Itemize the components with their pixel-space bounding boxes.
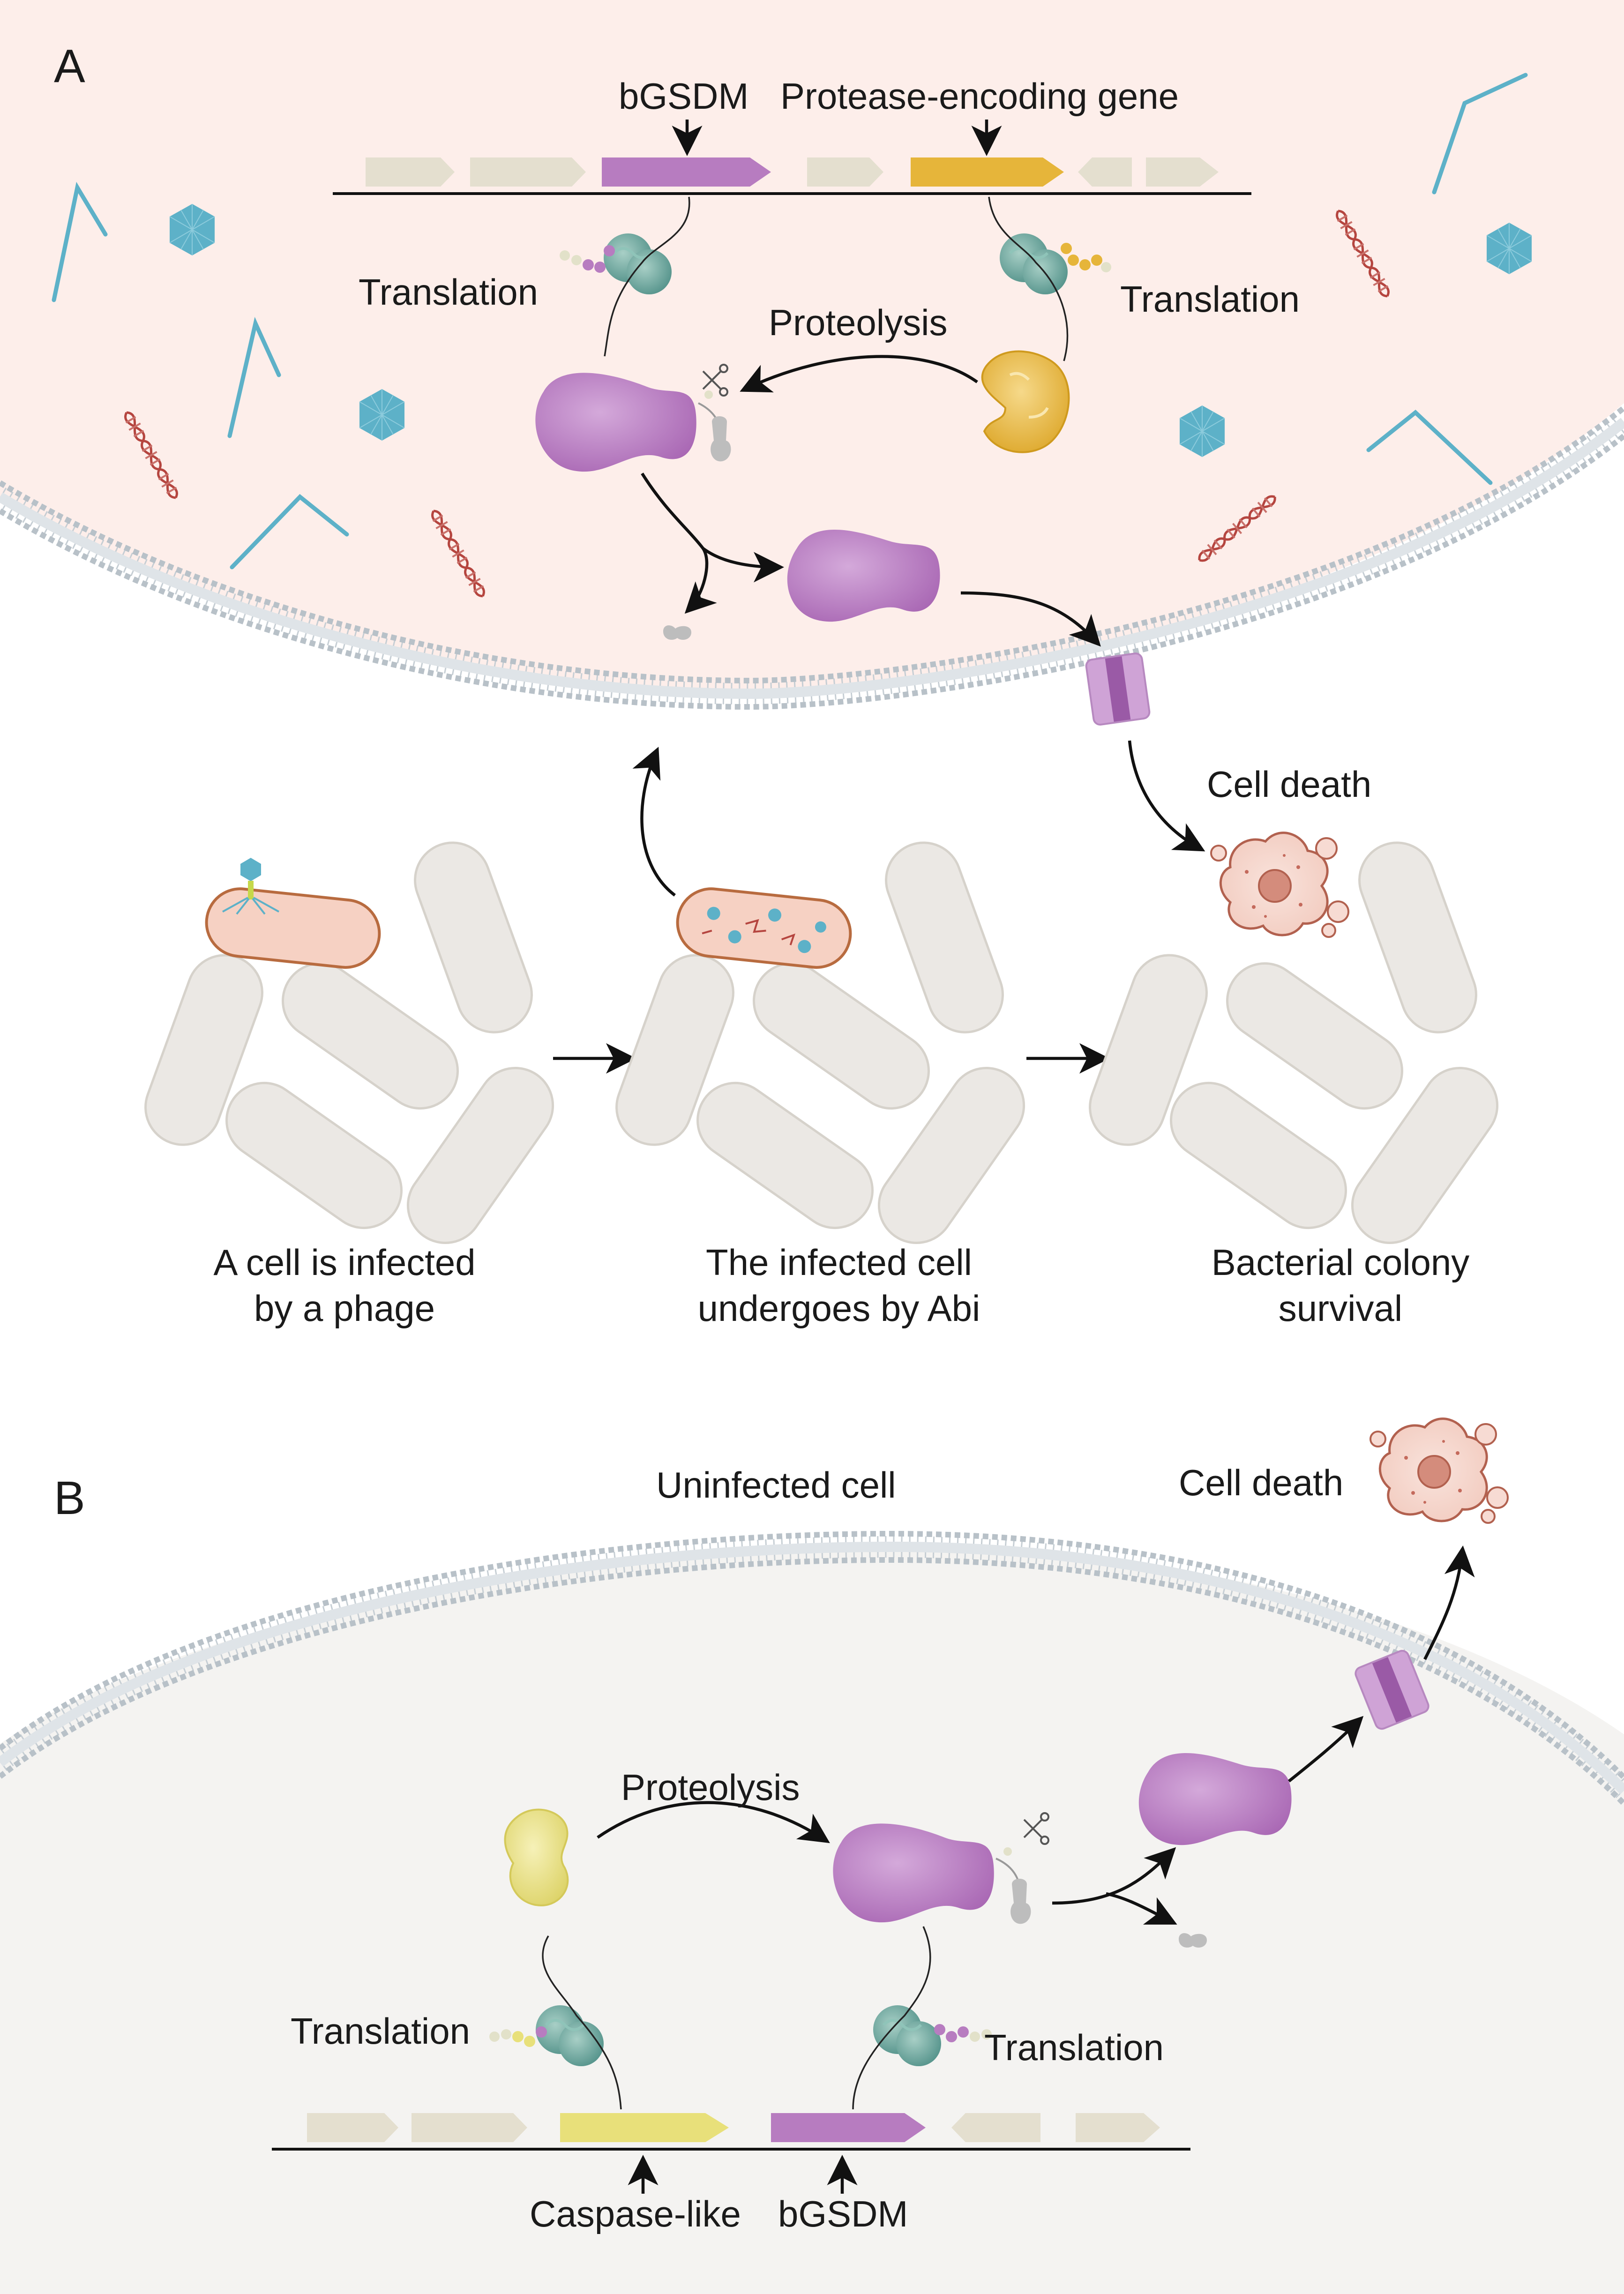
gene-track-b [272, 2113, 1190, 2151]
mrna-right-a [988, 196, 1069, 361]
proteolysis-label-a: Proteolysis [769, 302, 947, 343]
infected-bacterium [205, 887, 381, 969]
colony-stage-1 [135, 832, 568, 1258]
caspase-like-protease-b [504, 1808, 569, 1907]
panel-label-b: B [54, 1472, 85, 1524]
pore-arrow-b [1287, 1716, 1364, 1783]
stage-2-caption-line-2: undergoes by Abi [698, 1288, 980, 1329]
panel-label-a: A [54, 40, 85, 92]
proteolysis-arrow-b [597, 1801, 830, 1844]
stage-1-caption-line-1: A cell is infected [213, 1242, 475, 1283]
protease-gene-label-a: Protease-encoding gene [780, 75, 1179, 117]
ribosome-left-a [560, 233, 672, 294]
translation-left-label-a: Translation [359, 271, 538, 313]
fragment-arrow-b [1106, 1892, 1177, 1925]
mrna-left-b [542, 1935, 622, 2110]
mrna-right-b [852, 1926, 931, 2110]
bgsdm-gene-label-b: bGSDM [778, 2193, 908, 2234]
cleaved-fragment-b [1179, 1933, 1207, 1948]
membrane-b [0, 1530, 1624, 1806]
active-gsdm-arrow-b [1052, 1847, 1176, 1905]
active-gsdm-arrow-a [702, 547, 784, 583]
protease-active-a [981, 350, 1070, 453]
phage-tail-fiber-icons [52, 73, 1528, 570]
cell-death-label-a: Cell death [1207, 764, 1371, 805]
phage-attached-icon [222, 858, 279, 915]
translation-right-label-a: Translation [1120, 278, 1300, 320]
proteolysis-label-b: Proteolysis [621, 1767, 800, 1808]
ribosome-right-a [1000, 233, 1111, 294]
uninfected-cell-interior [0, 1547, 1624, 2294]
caspase-like-gene-label: Caspase-like [530, 2193, 741, 2234]
translation-right-label-b: Translation [984, 2027, 1164, 2068]
membrane-a [0, 405, 1624, 710]
stage-3-caption-line-2: survival [1279, 1288, 1402, 1329]
colony-stage-2 [606, 832, 1039, 1258]
stage-3-caption-line-1: Bacterial colony [1212, 1242, 1470, 1283]
cell-death-label-b: Cell death [1179, 1462, 1343, 1503]
zoom-in-arrow [632, 747, 676, 897]
protease-gene-a [911, 157, 1064, 187]
fragment-arrow-a [641, 472, 717, 614]
bgsdm-gene-label-a: bGSDM [619, 75, 748, 117]
caspase-like-gene-b [560, 2113, 729, 2142]
infected-bacterium-filled [676, 887, 852, 969]
bgsdm-gene-a [602, 157, 771, 187]
translation-left-label-b: Translation [291, 2010, 470, 2052]
uninfected-cell-label: Uninfected cell [656, 1464, 896, 1506]
cell-death-arrow-a [1128, 740, 1205, 852]
stage-1-caption-line-2: by a phage [254, 1288, 435, 1329]
dead-cell-icon [1211, 833, 1348, 937]
proteolysis-arrow-a [740, 355, 978, 393]
gsdm-pore-a [1084, 652, 1152, 727]
mrna-left-a [604, 196, 690, 357]
gene-track-a [333, 157, 1251, 195]
cleaved-fragment-a [663, 625, 691, 640]
stage-2-caption-line-1: The infected cell [706, 1242, 972, 1283]
ribosome-right-b [873, 2005, 992, 2066]
ribosome-left-b [489, 2005, 604, 2066]
cell-death-arrow-b [1423, 1545, 1475, 1660]
bgsdm-gene-b [771, 2113, 926, 2142]
pore-arrow-a [960, 591, 1101, 647]
dead-cell-icon-b [1370, 1419, 1508, 1523]
